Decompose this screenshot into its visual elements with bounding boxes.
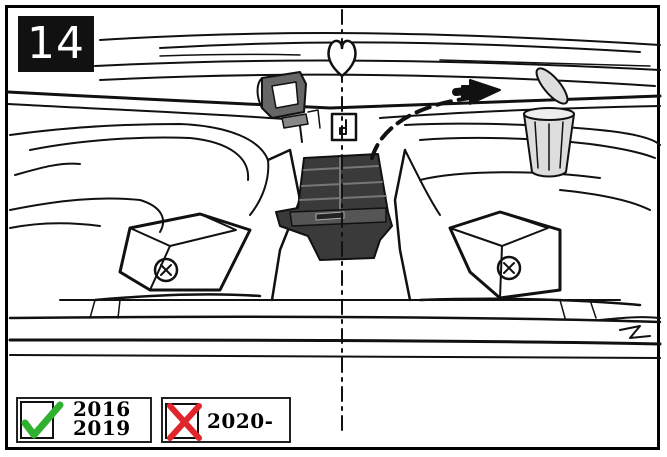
compatible-year-end: 2019 [73, 419, 131, 438]
incompatible-years-box: 2020- [161, 397, 291, 443]
left-console [10, 124, 268, 300]
check-icon [20, 401, 64, 441]
windshield-lines [95, 33, 660, 86]
compatible-years-box: 2016 2019 [16, 397, 152, 443]
compatible-years: 2016 2019 [73, 400, 131, 438]
cut-marker-icon [332, 114, 356, 140]
step-number-badge: 14 [18, 16, 94, 72]
heart-icon [329, 41, 356, 76]
incompatible-years: 2020- [207, 410, 273, 432]
incompatible-year-range: 2020- [207, 410, 273, 432]
arrow-icon [372, 80, 500, 158]
cross-icon [165, 401, 205, 441]
